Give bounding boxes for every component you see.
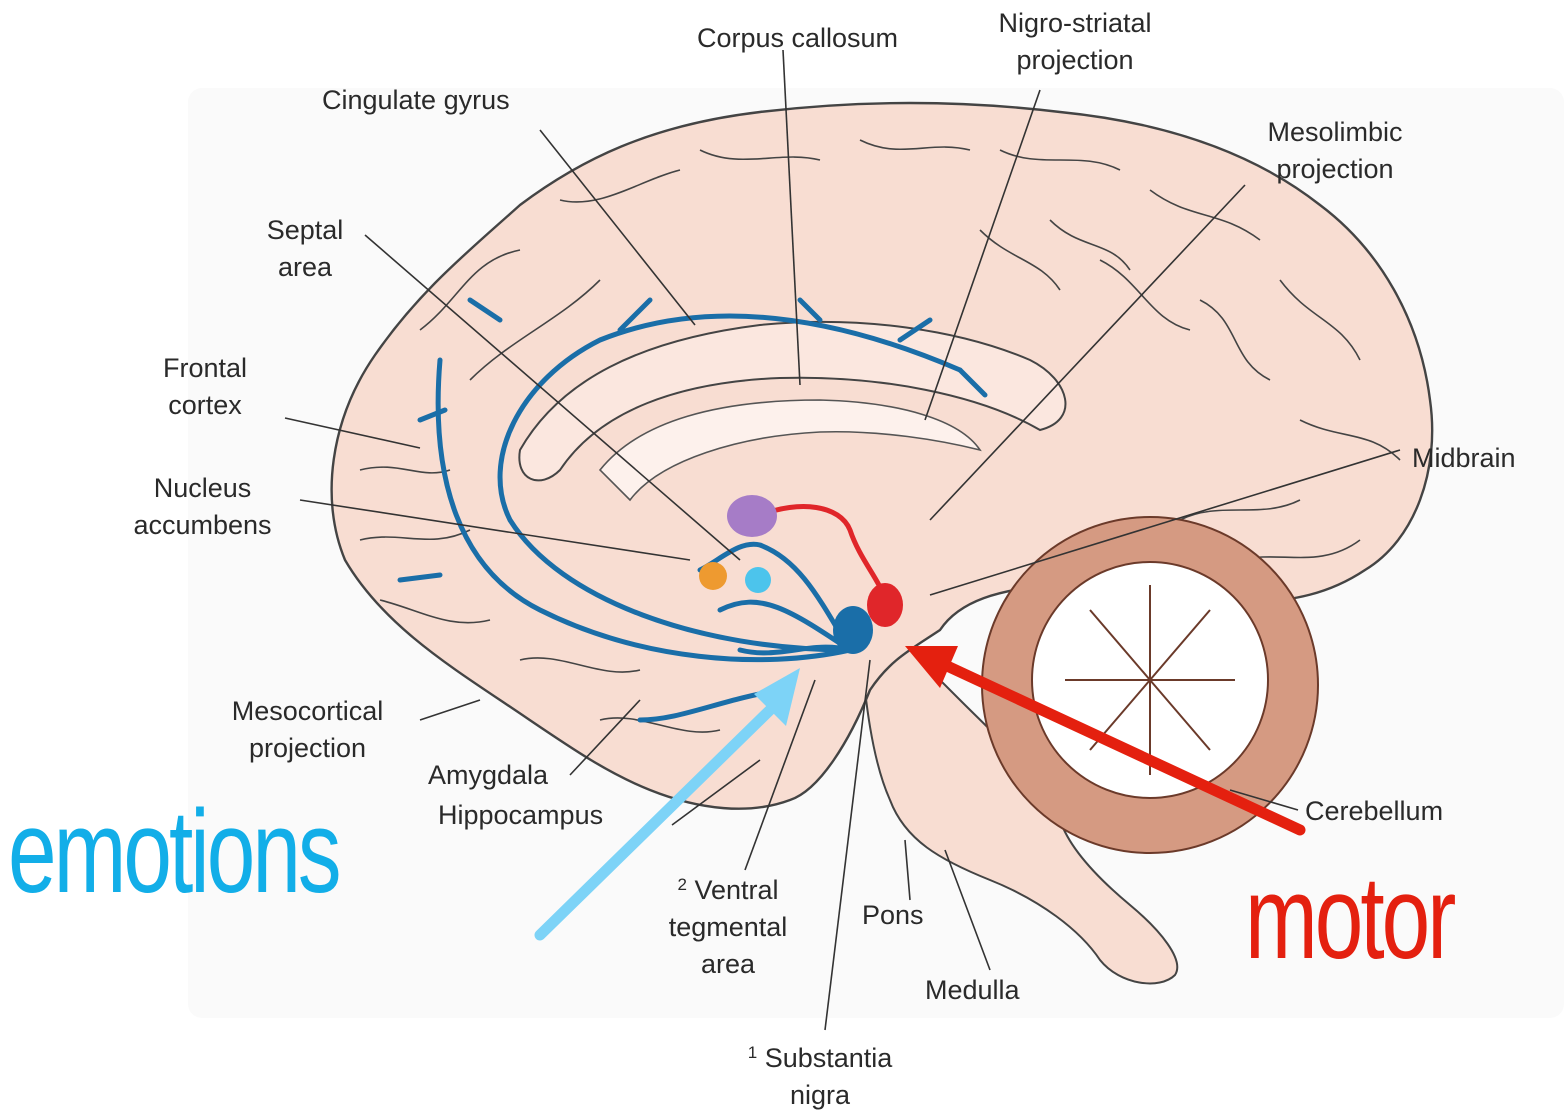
label-line: Septal xyxy=(240,212,370,249)
label-amygdala: Amygdala xyxy=(428,757,548,794)
label-line: Mesolimbic xyxy=(1230,114,1440,151)
label-line: Nucleus xyxy=(100,470,305,507)
footnote-marker: 1 xyxy=(748,1043,757,1062)
label-line: 1 Substantia xyxy=(715,1034,925,1077)
label-line: Mesocortical xyxy=(195,693,420,730)
label-line: cortex xyxy=(135,387,275,424)
label-mesocortical: Mesocortical projection xyxy=(195,693,420,767)
label-line: projection xyxy=(1230,151,1440,188)
label-substantia-nigra: 1 Substantia nigra xyxy=(715,1034,925,1114)
label-line: Frontal xyxy=(135,350,275,387)
ventral-tegmental-dot xyxy=(833,606,873,654)
label-line: area xyxy=(628,946,828,983)
label-line: 2 Ventral xyxy=(628,866,828,909)
label-text: Substantia xyxy=(765,1043,893,1073)
label-midbrain: Midbrain xyxy=(1412,440,1516,477)
label-line: nigra xyxy=(715,1077,925,1114)
label-cerebellum: Cerebellum xyxy=(1305,793,1443,830)
label-line: accumbens xyxy=(100,507,305,544)
footnote-marker: 2 xyxy=(677,875,686,894)
label-cingulate-gyrus: Cingulate gyrus xyxy=(322,82,510,119)
label-hippocampus: Hippocampus xyxy=(438,797,603,834)
label-text: Ventral xyxy=(694,875,778,905)
label-nigro-striatal: Nigro-striatal projection xyxy=(960,5,1190,79)
label-line: area xyxy=(240,249,370,286)
label-nucleus-accumbens: Nucleus accumbens xyxy=(100,470,305,544)
caudate-nucleus xyxy=(727,495,777,537)
annotation-motor: motor xyxy=(1245,858,1453,978)
label-line: Nigro-striatal xyxy=(960,5,1190,42)
septal-dot xyxy=(745,567,771,593)
label-mesolimbic: Mesolimbic projection xyxy=(1230,114,1440,188)
label-ventral-tegmental: 2 Ventral tegmental area xyxy=(628,866,828,983)
label-septal-area: Septal area xyxy=(240,212,370,286)
annotation-emotions: emotions xyxy=(8,792,339,912)
label-line: tegmental xyxy=(628,909,828,946)
label-line: projection xyxy=(195,730,420,767)
nucleus-accumbens-dot xyxy=(699,562,727,590)
label-frontal-cortex: Frontal cortex xyxy=(135,350,275,424)
label-corpus-callosum: Corpus callosum xyxy=(655,20,940,57)
label-pons: Pons xyxy=(862,897,924,934)
label-medulla: Medulla xyxy=(925,972,1020,1009)
substantia-nigra-dot xyxy=(867,583,903,627)
label-line: projection xyxy=(960,42,1190,79)
